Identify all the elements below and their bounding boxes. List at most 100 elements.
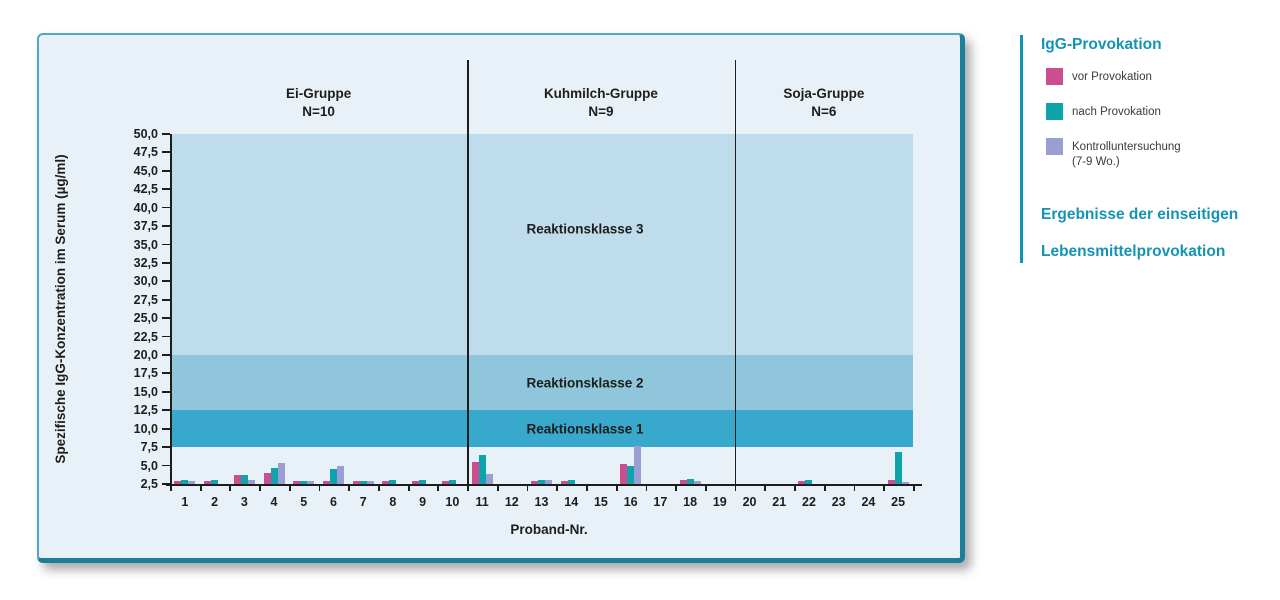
x-tick (378, 484, 380, 491)
reaction-band (170, 134, 913, 356)
bar-kontroll (366, 481, 374, 484)
legend-footer-line1: Ergebnisse der einseitigen (1041, 206, 1239, 223)
y-tick-label: 5,0 (140, 458, 158, 473)
reaction-band-label: Reaktionsklasse 1 (526, 421, 644, 437)
x-tick (615, 484, 618, 491)
legend-rule (1020, 35, 1023, 263)
group-name: Ei-Gruppe (285, 86, 352, 101)
bar-vor (620, 464, 628, 484)
bar-nach (181, 480, 189, 484)
y-tick (162, 335, 170, 338)
bar-nach (686, 478, 694, 484)
x-tick-label: 17 (653, 495, 668, 509)
chart-panel: Spezifische IgG-Konzentration im Serum (… (37, 33, 965, 563)
x-tick-label: 19 (712, 495, 727, 509)
y-tick (162, 206, 170, 209)
bar-vor (322, 481, 330, 484)
x-axis (166, 484, 922, 486)
x-tick-label: 12 (504, 495, 519, 509)
bar-nach (240, 475, 248, 484)
x-tick (437, 484, 440, 491)
y-tick-label: 32,5 (133, 255, 158, 270)
y-tick (162, 133, 170, 135)
x-tick (467, 484, 469, 491)
x-tick-label: 3 (240, 495, 248, 509)
x-tick (407, 484, 410, 491)
bar-nach (359, 481, 367, 484)
x-tick (556, 484, 559, 491)
reaction-band-label: Reaktionsklasse 3 (526, 221, 644, 237)
bar-kontroll (693, 481, 701, 484)
bar-vor (352, 481, 360, 484)
bar-nach (894, 451, 902, 484)
x-tick (318, 484, 321, 491)
x-tick (170, 484, 172, 491)
bar-nach (478, 454, 486, 484)
x-tick-label: 21 (772, 495, 787, 509)
x-tick (229, 484, 232, 491)
y-tick-label: 17,5 (133, 366, 158, 381)
bar-vor (233, 475, 241, 484)
y-tick (162, 483, 170, 485)
bar-nach (805, 479, 813, 484)
y-tick-label: 10,0 (133, 421, 158, 436)
y-tick (162, 390, 170, 393)
reaction-band-label: Reaktionsklasse 2 (526, 375, 644, 391)
y-tick (162, 372, 170, 375)
group-count: N=6 (811, 104, 837, 119)
bar-vor (679, 480, 687, 484)
bar-vor (174, 481, 182, 484)
x-tick (675, 484, 678, 491)
y-tick-label: 22,5 (133, 329, 158, 344)
bar-nach (389, 480, 397, 484)
x-tick-label: 18 (683, 495, 698, 509)
bar-kontroll (545, 480, 552, 484)
bar-kontroll (307, 481, 315, 484)
legend-item-label: vor Provokation (1072, 71, 1152, 83)
y-tick (162, 261, 170, 264)
x-tick (734, 484, 737, 491)
x-tick (288, 484, 291, 491)
x-tick (586, 484, 588, 491)
bar-vor (412, 481, 420, 484)
x-tick-label: 4 (270, 495, 278, 509)
bar-kontroll (634, 446, 642, 484)
x-tick (496, 484, 499, 491)
y-tick (162, 446, 170, 448)
y-tick-label: 7,5 (140, 440, 158, 455)
x-tick-label: 13 (534, 495, 549, 509)
x-tick-label: 1 (181, 495, 189, 509)
group-count: N=9 (588, 104, 614, 119)
bar-vor (382, 481, 390, 484)
legend-footer-line2: Lebensmittelprovokation (1041, 243, 1226, 260)
reaction-band (170, 410, 913, 448)
y-tick (162, 188, 170, 191)
group-name: Soja-Gruppe (783, 86, 865, 101)
bar-vor (531, 481, 538, 484)
bar-nach (270, 467, 278, 484)
legend-item-label: Kontrolluntersuchung(7-9 Wo.) (1072, 141, 1181, 168)
y-tick (162, 317, 170, 319)
x-tick (704, 484, 707, 491)
x-tick-label: 15 (593, 495, 608, 509)
bar-kontroll (247, 479, 255, 484)
bar-kontroll (336, 466, 344, 484)
x-tick-label: 10 (445, 495, 460, 509)
x-tick-label: 20 (742, 495, 757, 509)
y-axis (170, 134, 172, 486)
bar-nach (627, 465, 635, 484)
x-tick (764, 484, 767, 491)
x-tick-label: 25 (891, 495, 906, 509)
y-tick-label: 20,0 (133, 348, 158, 363)
bar-vor (441, 481, 449, 484)
x-axis-title: Proband-Nr. (510, 522, 588, 537)
bar-vor (263, 472, 271, 484)
group-name: Kuhmilch-Gruppe (543, 86, 658, 101)
x-tick (823, 484, 826, 491)
group-divider (734, 60, 737, 484)
x-tick-label: 7 (359, 495, 367, 509)
y-tick-label: 2,5 (140, 477, 158, 491)
x-tick (883, 484, 886, 491)
legend-swatch (1046, 103, 1063, 120)
